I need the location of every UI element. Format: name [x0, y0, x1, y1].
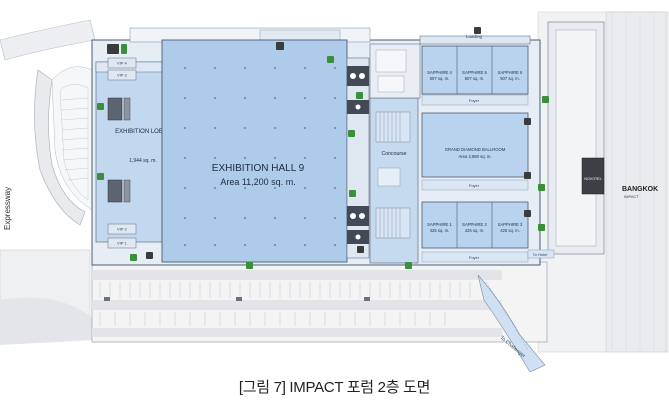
service-core [346, 57, 370, 259]
vip-4-label: VIP 4 [117, 61, 127, 66]
sapphire-room-area: 425 sq. m. [500, 228, 520, 233]
elevator-icon [276, 42, 284, 50]
bangkok-label: BANGKOK [622, 186, 658, 193]
concourse-label: Concourse [381, 151, 406, 157]
stairs-icon [349, 190, 356, 197]
vip-room [107, 223, 137, 235]
elevator-icon [524, 172, 531, 179]
wheelchair-icon [356, 92, 363, 99]
hall-area-label: Area 11,200 sq. m. [220, 177, 295, 187]
stairs-icon [538, 224, 545, 231]
vip-3-label: VIP 3 [117, 73, 127, 78]
wheelchair-icon [146, 252, 153, 259]
stairs-icon [246, 262, 253, 269]
hall-name-label: EXHIBITION HALL 9 [212, 163, 305, 174]
novotel-label: NOVOTEL [584, 177, 601, 181]
sapphire-room-name: SAPPHIRE 5 [462, 70, 487, 75]
vip-room [107, 237, 137, 249]
elevator-icon [121, 44, 127, 54]
foyer-bottom-label: Foyer [469, 255, 480, 260]
restroom-icon [524, 118, 531, 125]
escalator-icon [107, 179, 123, 203]
stairs-icon [542, 96, 549, 103]
escalator-icon [107, 97, 123, 121]
impact-small-label: IMPACT [624, 194, 639, 199]
wheelchair-icon [357, 246, 364, 253]
floor-plan-map: VIP 4 VIP 3 VIP 2 VIP 1 EXHIBITION LOBBY… [0, 11, 669, 372]
sapphire-room-area: 507 sq. m. [430, 76, 450, 81]
grand-diamond-label: GRAND DIAMOND BALLROOM [445, 147, 506, 152]
restroom-icon [347, 206, 369, 226]
foyer-mid-label: Foyer [469, 183, 480, 188]
stairs-icon [130, 254, 137, 261]
restroom-icon [107, 44, 119, 54]
grand-diamond-area-label: Area 2,880 sq. m. [458, 154, 491, 159]
stairs-icon [405, 262, 412, 269]
vip-room [107, 69, 137, 81]
sapphire-room-name: SAPPHIRE 1 [427, 222, 452, 227]
sapphire-room-area: 425 sq. m. [430, 228, 450, 233]
to-hotel-label: To Hotel [533, 252, 548, 257]
novotel-sign [581, 157, 605, 195]
parking-area [91, 261, 548, 372]
stairs-icon [327, 56, 334, 63]
restroom-icon [524, 210, 531, 217]
vip-room [107, 57, 137, 69]
door-icon [474, 27, 481, 34]
sapphire-room-area: 507 sq. m. [500, 76, 520, 81]
exhibition-hall-9: EXHIBITION HALL 9 Area 11,200 sq. m. [161, 39, 348, 263]
stairs-icon [538, 184, 545, 191]
restroom-icon [347, 66, 369, 86]
exhibition-lobby-area: VIP 4 VIP 3 VIP 2 VIP 1 EXHIBITION LOBBY… [95, 57, 171, 249]
sapphire-room-name: SAPPHIRE 6 [498, 70, 523, 75]
foyer-top-label: Foyer [469, 98, 480, 103]
stairs-icon [97, 103, 104, 110]
vip-2-label: VIP 2 [117, 227, 127, 232]
stairs-icon [97, 173, 104, 180]
sapphire-room-name: SAPPHIRE 4 [427, 70, 452, 75]
loading-label: Loading [466, 34, 483, 39]
exhibition-lobby-label: EXHIBITION LOBBY [115, 129, 171, 135]
vip-1-label: VIP 1 [117, 241, 127, 246]
sapphire-room-area: 507 sq. m. [465, 76, 485, 81]
lobby-area-label: 1,944 sq. m. [129, 158, 157, 164]
hotel-link [527, 249, 555, 259]
figure-caption: [그림 7] IMPACT 포럼 2층 도면 [238, 379, 431, 396]
amenity-icons [97, 27, 549, 269]
sapphire-room-name: SAPPHIRE 3 [498, 222, 523, 227]
upper-block [369, 43, 421, 99]
expressway-label: Expressway [3, 187, 12, 230]
novotel-hotel: NOVOTEL To Hotel BANGKOK IMPACT [527, 21, 658, 259]
sapphire-room-name: SAPPHIRE 2 [462, 222, 487, 227]
stairs-icon [348, 130, 355, 137]
concourse: Concourse [369, 97, 419, 264]
sapphire-room-area: 425 sq. m. [465, 228, 485, 233]
meeting-rooms-block: Foyer GRAND DIAMOND BALLROOM Area 2,880 … [421, 45, 529, 263]
